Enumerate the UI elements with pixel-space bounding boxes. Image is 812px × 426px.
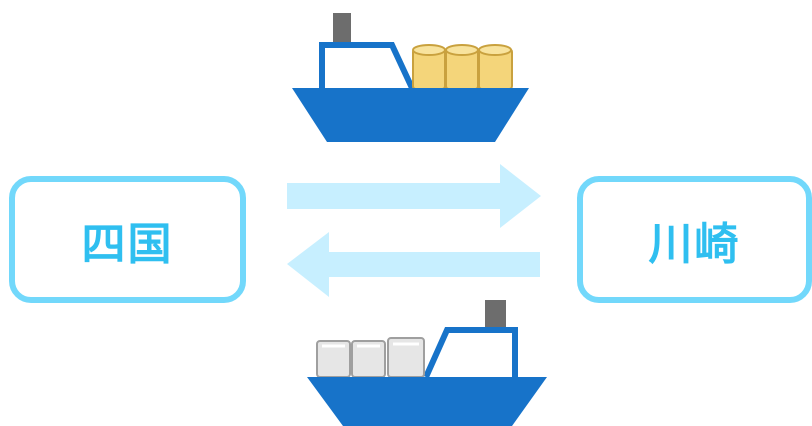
ship-bottom-chimney [485, 300, 506, 328]
cargo-barrel-top [478, 44, 512, 56]
ship-top-icon [292, 13, 529, 142]
cargo-barrel-top [412, 44, 446, 56]
node-kawasaki-label: 川崎 [648, 218, 741, 270]
ship-bottom-cabin [423, 327, 518, 379]
arrow-left [287, 232, 540, 297]
ship-bottom-hull [307, 377, 547, 426]
ship-bottom-cargo [316, 337, 425, 378]
ship-top-hull [292, 88, 529, 142]
cargo-barrel-top [445, 44, 479, 56]
cargo-crate-highlight [322, 342, 419, 348]
arrow-right [287, 164, 541, 228]
node-shikoku-label: 四国 [81, 218, 174, 270]
ship-top-cabin [319, 42, 415, 90]
ship-bottom-icon [307, 300, 547, 426]
ship-top-chimney [333, 13, 351, 42]
node-kawasaki: 川崎 [577, 176, 812, 303]
node-shikoku: 四国 [9, 176, 246, 303]
ship-top-cargo [412, 44, 513, 90]
